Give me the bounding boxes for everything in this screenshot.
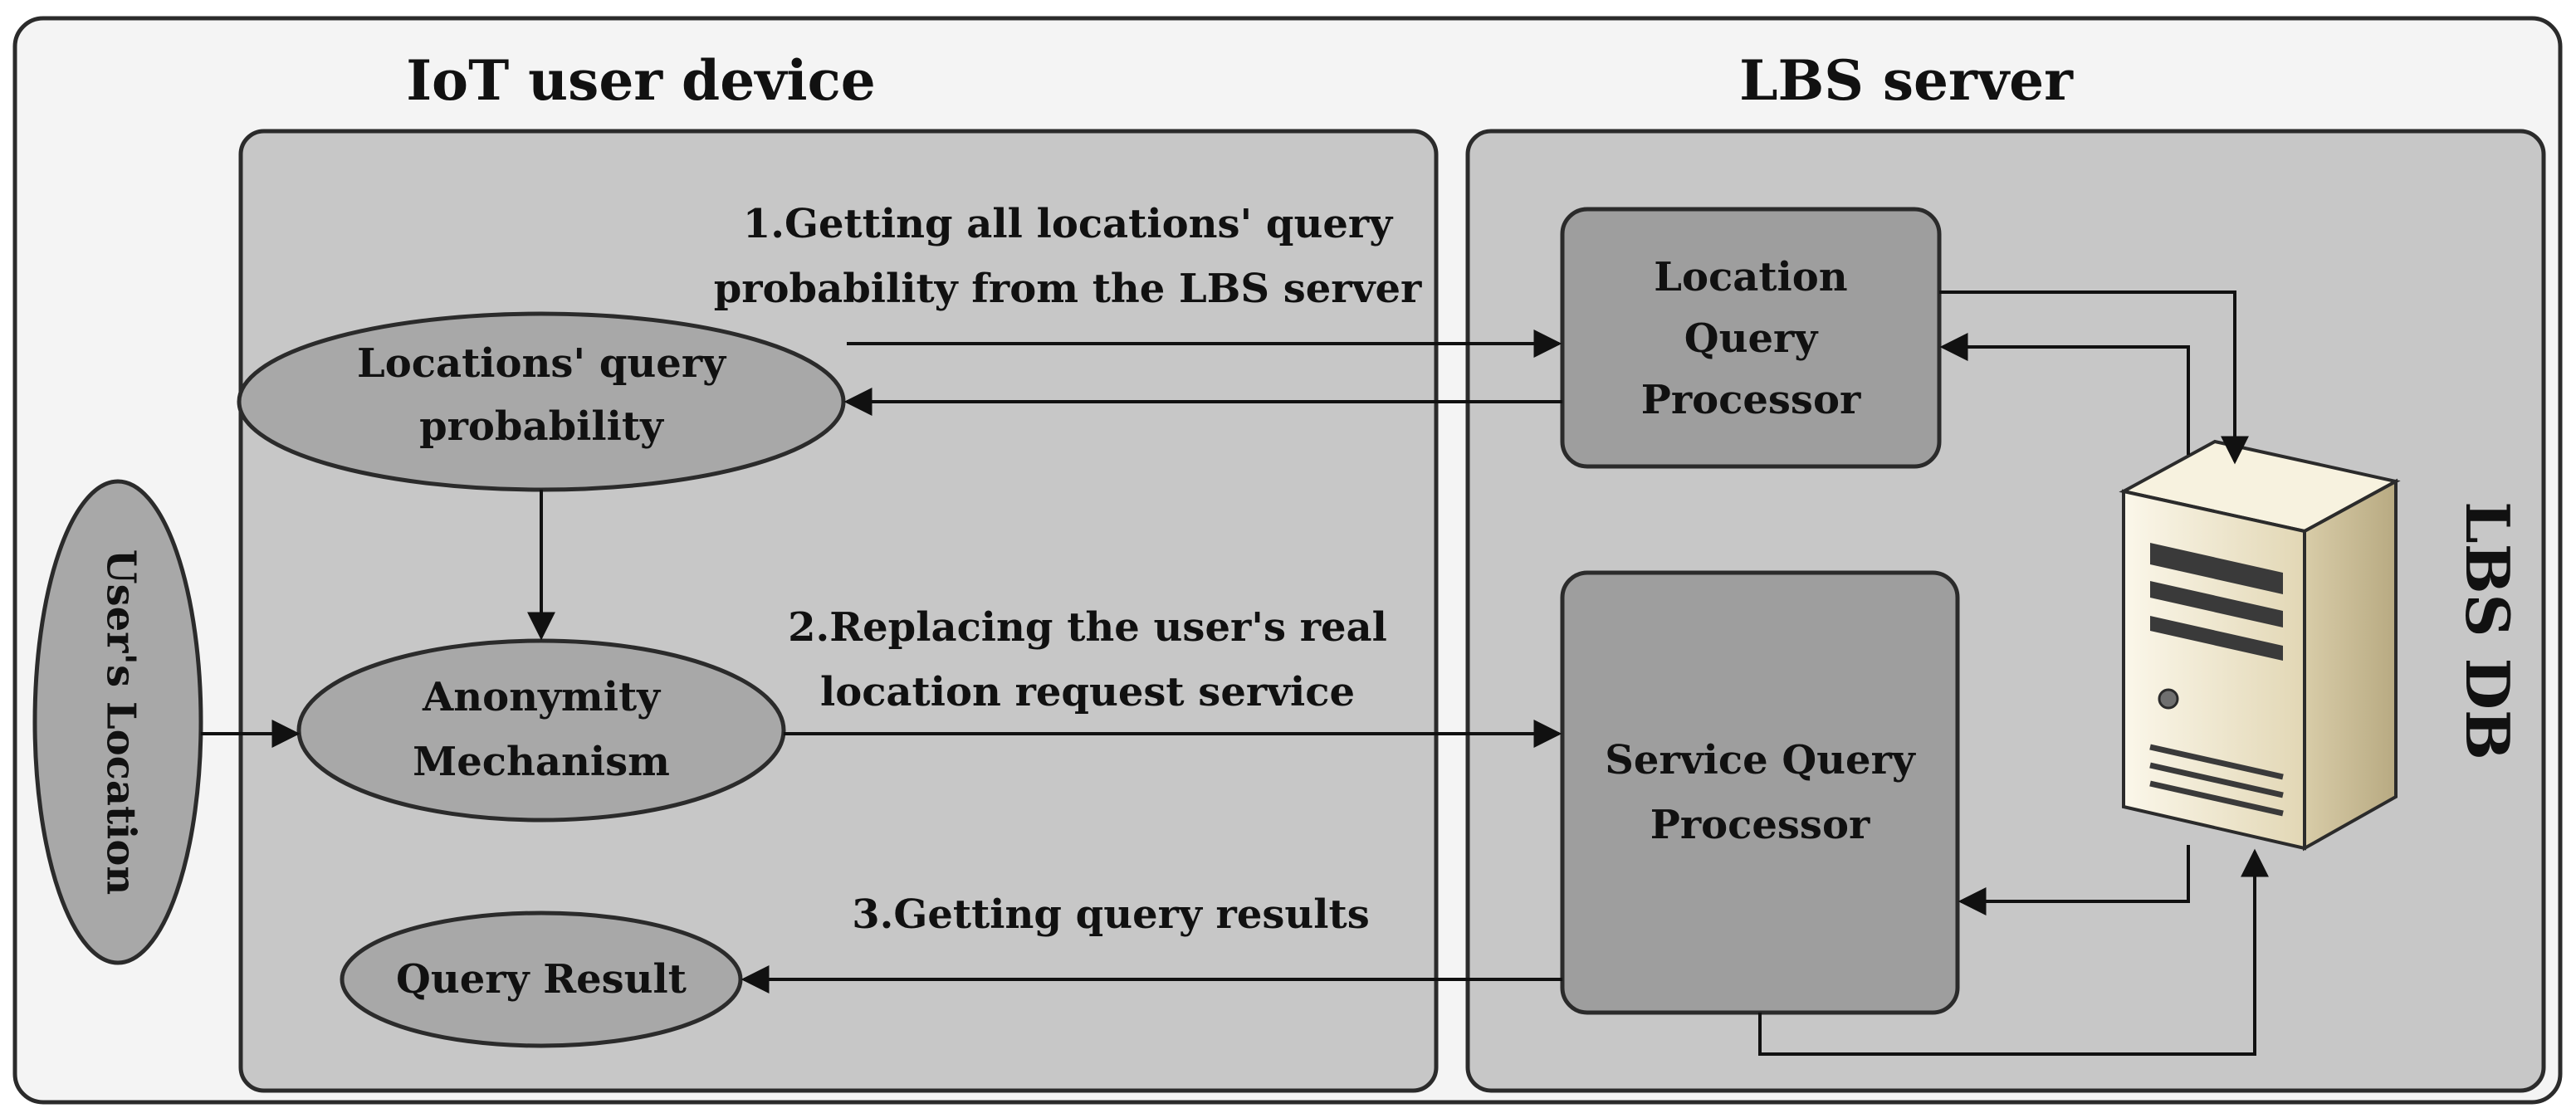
database-server-icon [2119,439,2401,852]
users-location-label: User's Location [98,549,144,896]
service-query-processor-label-line1: Service Query [1605,737,1917,784]
server-panel-title: LBS server [1739,48,2074,113]
locations-query-probability-label-line2: probability [419,403,665,450]
locations-query-probability-label-line1: Locations' query [357,340,727,387]
step1-label-line1: 1.Getting all locations' query [743,201,1394,247]
step1-label-line2: probability from the LBS server [714,266,1422,312]
query-result-node [340,911,743,1048]
location-query-processor-label-line1: Location [1654,254,1847,300]
db-to-service-processor-arrow [1958,845,2190,915]
query-result-label: Query Result [396,956,687,1003]
anonymity-mechanism-node [296,638,786,823]
anonymity-mechanism-label-line2: Mechanism [413,739,670,785]
location-query-processor-label-line2: Query [1684,315,1820,362]
service-query-processor-box [1560,570,1960,1015]
users-location-node [32,479,203,965]
step2-label-line1: 2.Replacing the user's real [788,604,1387,651]
device-panel-title: IoT user device [406,48,876,113]
location-query-processor-box [1560,207,1942,469]
db-to-location-processor-arrow [1939,333,2190,455]
lbs-db-label: LBS DB [2452,501,2523,760]
location-query-processor-label-line3: Processor [1641,377,1861,423]
service-processor-to-db-arrow [1758,848,2269,1056]
anonymity-mechanism-label-line1: Anonymity [422,674,662,720]
step2-label-line2: location request service [820,669,1355,715]
service-query-processor-label-line2: Processor [1650,802,1870,848]
step3-label: 3.Getting query results [852,891,1369,938]
location-processor-to-db-arrow [1939,290,2249,465]
connectors [201,290,2269,1056]
